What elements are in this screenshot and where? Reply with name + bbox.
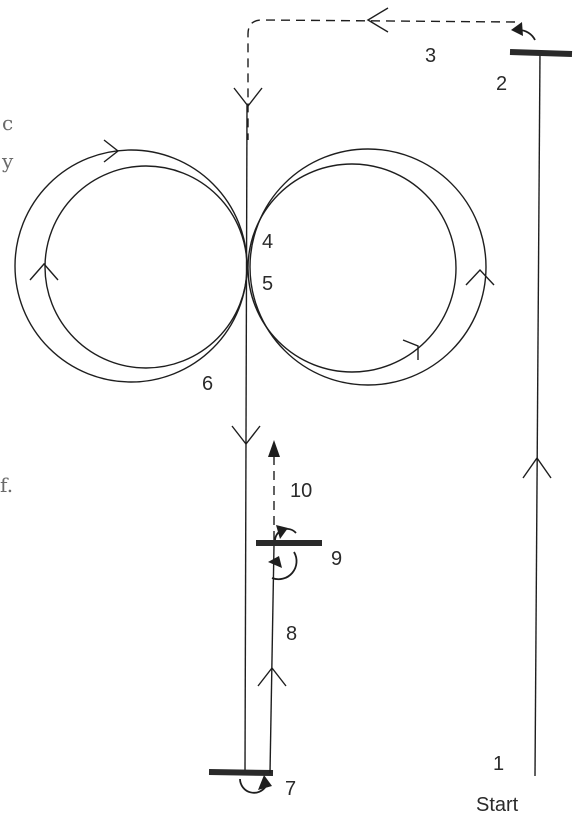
margin-note-bottom: f. bbox=[0, 473, 13, 497]
label-8: 8 bbox=[286, 623, 297, 645]
rotation-arrow-7 bbox=[239, 778, 267, 794]
margin-note-top-2: y bbox=[1, 149, 14, 173]
rotation-arrowhead-2 bbox=[511, 22, 523, 36]
marker-7-bar bbox=[208, 769, 274, 776]
left-loop-arrow-top bbox=[103, 139, 120, 163]
segment-6-down-arrow bbox=[231, 425, 261, 446]
right-loop-inner bbox=[247, 163, 457, 373]
rotation-arrow-9-bottom bbox=[271, 551, 298, 581]
left-loop-inner bbox=[44, 165, 248, 369]
label-9: 9 bbox=[331, 548, 342, 570]
right-loop-arrow-bottom bbox=[402, 339, 419, 360]
segment-8-arrow bbox=[257, 666, 287, 687]
right-loop-outer bbox=[249, 148, 487, 386]
segment-10-arrowhead bbox=[268, 440, 280, 457]
label-7: 7 bbox=[285, 778, 296, 800]
marker-2-bar bbox=[509, 49, 573, 57]
margin-note-top: c bbox=[2, 111, 13, 135]
segment-1-arrow bbox=[522, 456, 552, 479]
label-3: 3 bbox=[425, 45, 436, 67]
segment-3-dashed bbox=[247, 19, 516, 140]
rotation-arrowhead-7 bbox=[258, 775, 272, 790]
label-start: Start bbox=[476, 794, 519, 816]
rotation-arrowhead-9-top bbox=[276, 525, 288, 539]
segment-3-down-arrow bbox=[233, 87, 263, 108]
segment-1-line bbox=[534, 51, 541, 777]
center-vertical-line bbox=[244, 104, 248, 773]
right-loop-arrow-right bbox=[465, 268, 495, 286]
left-loop-arrow-left bbox=[29, 262, 59, 281]
label-6: 6 bbox=[202, 373, 213, 395]
segment-3-arrow bbox=[366, 7, 389, 33]
segment-8-line bbox=[269, 544, 275, 774]
label-10: 10 bbox=[290, 480, 312, 502]
label-4: 4 bbox=[262, 231, 273, 253]
left-loop-outer bbox=[14, 149, 248, 383]
label-5: 5 bbox=[262, 273, 273, 295]
label-2: 2 bbox=[496, 73, 507, 95]
label-1: 1 bbox=[493, 753, 504, 775]
rotation-arrowhead-9-bottom bbox=[268, 556, 282, 568]
